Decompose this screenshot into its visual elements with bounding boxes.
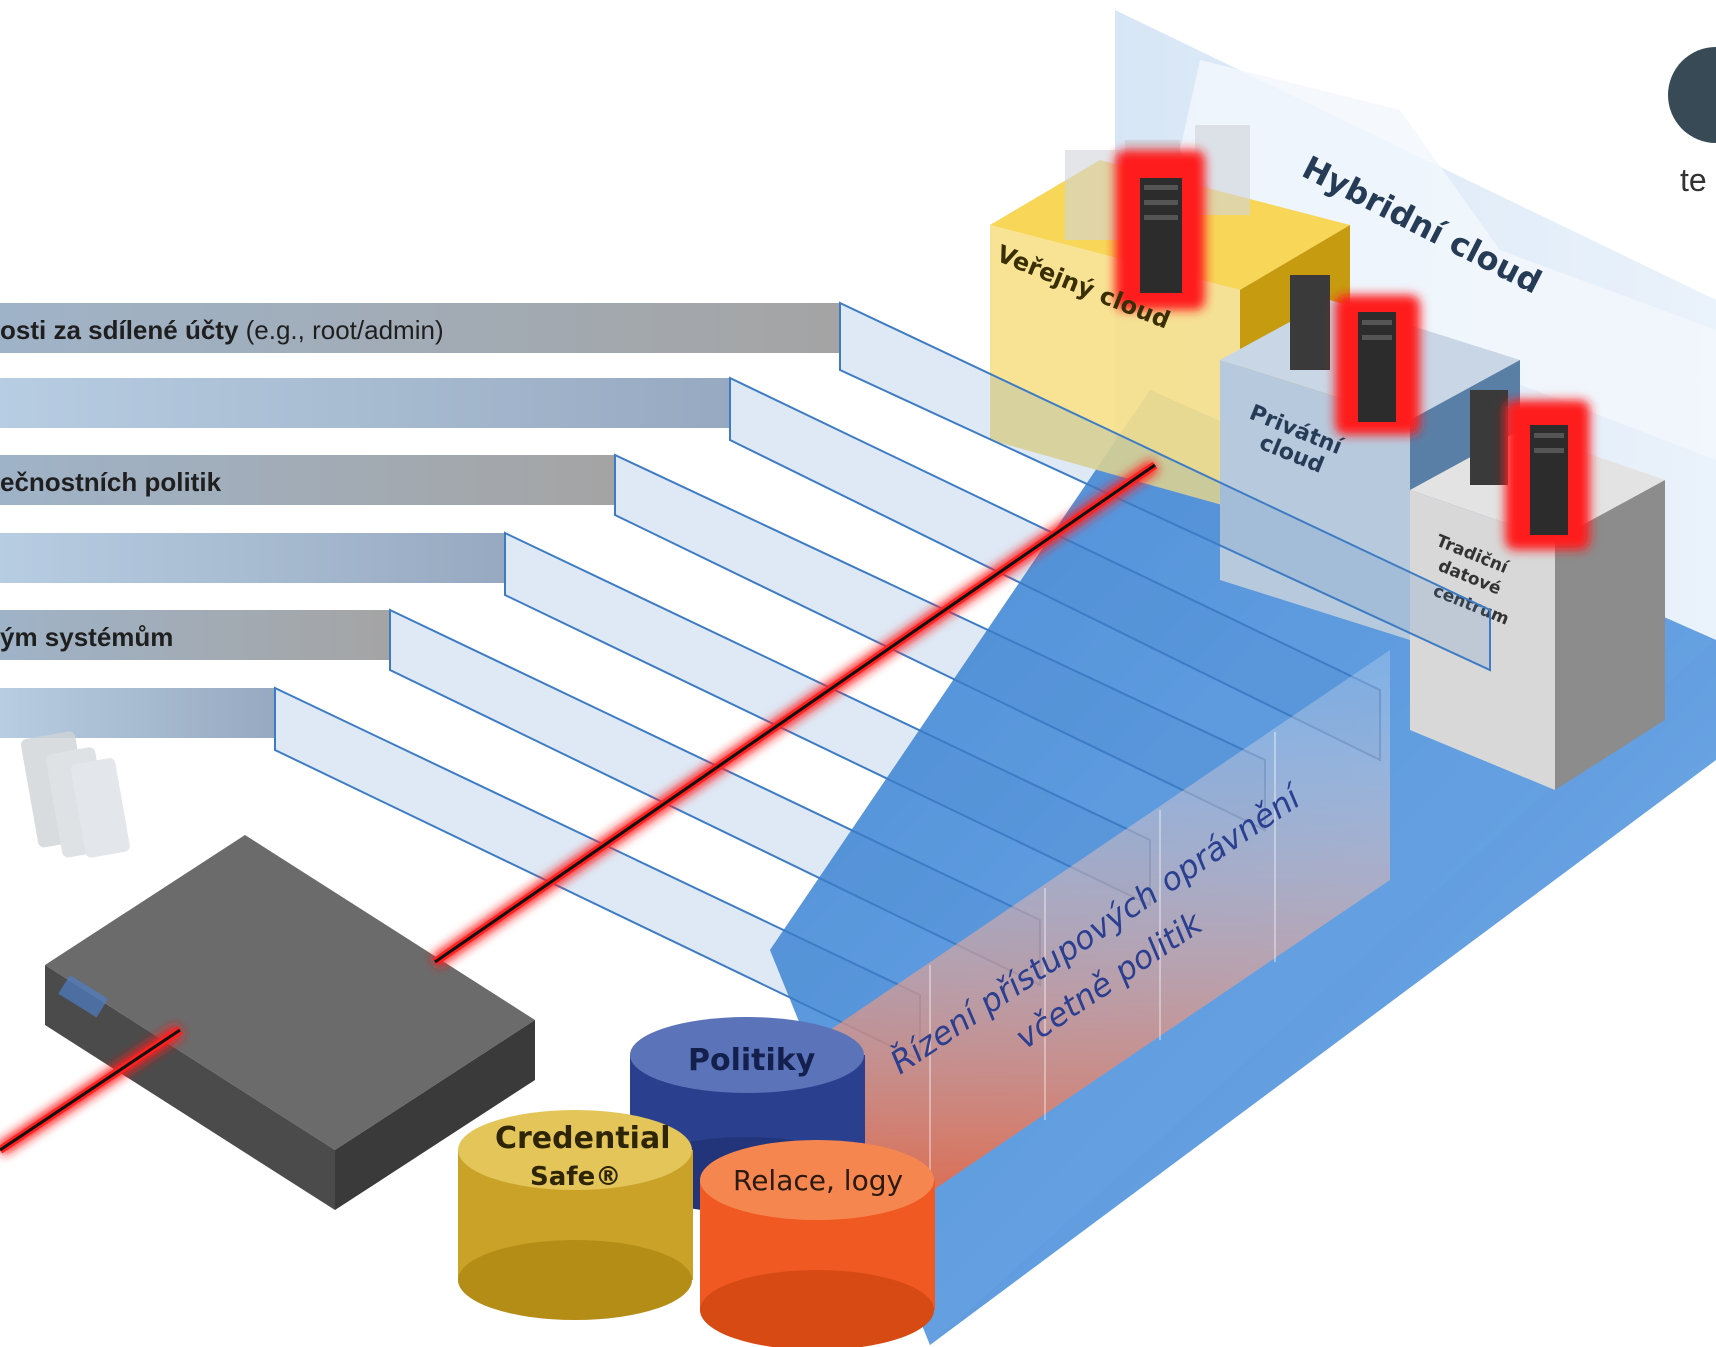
appliance-screen [58, 975, 109, 1018]
credential-safe-database: Credential Safe® [458, 1110, 693, 1320]
panel-dividers [929, 732, 1276, 1195]
connection-line-core [434, 463, 1156, 964]
server-icon [1115, 150, 1205, 310]
layer-panels [274, 301, 1491, 1062]
server-icon [1470, 390, 1590, 550]
server-icon [1290, 275, 1420, 435]
card-stack-icon [20, 731, 130, 858]
dc-side [1555, 480, 1665, 790]
bar [0, 303, 840, 353]
connection-line-core [0, 1028, 181, 1152]
appliance-top [45, 835, 535, 1150]
bar-text-3: ečnostních politik [0, 467, 222, 497]
policies-label: Politiky [688, 1043, 816, 1078]
appliance-side [335, 1020, 535, 1210]
dc-front [1410, 490, 1555, 790]
credential-label-2: Safe® [530, 1162, 621, 1192]
bar [0, 610, 390, 660]
bar [0, 378, 730, 428]
credential-label-1: Credential [495, 1121, 671, 1156]
sessions-logs-database: Relace, logy [700, 1140, 935, 1347]
bar-text-5: ým systémům [0, 622, 174, 652]
sessions-label: Relace, logy [733, 1164, 903, 1197]
appliance-front [45, 965, 335, 1210]
access-control-panel [830, 650, 1390, 1260]
cloud-puff [1180, 60, 1716, 460]
logo-icon [1668, 47, 1716, 143]
bar [0, 455, 615, 505]
bar [0, 688, 275, 738]
logo-text: te [1680, 162, 1707, 198]
bar-text-1: osti za sdílené účty (e.g., root/admin) [0, 315, 444, 345]
bar [0, 533, 505, 583]
